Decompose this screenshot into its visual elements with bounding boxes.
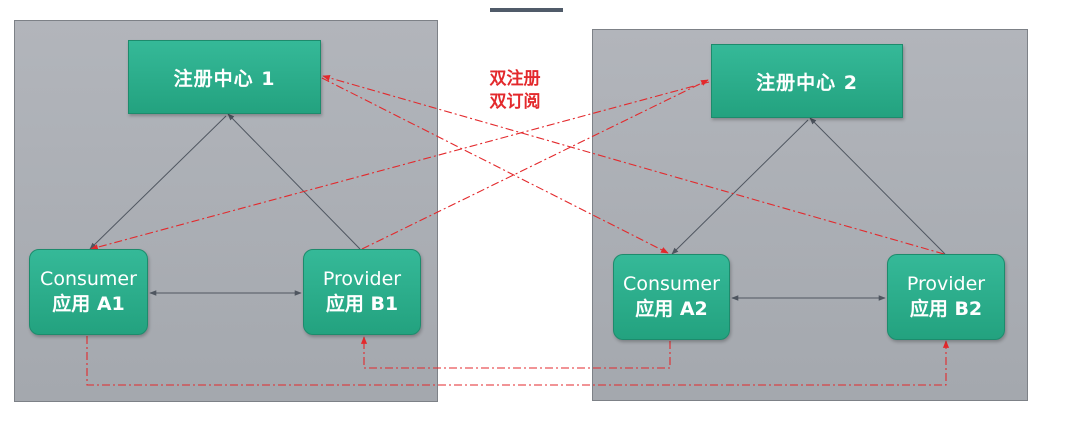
provider-b1-role: Provider bbox=[322, 268, 402, 290]
provider-b1-name: 应用 B1 bbox=[325, 293, 399, 315]
consumer-a2-role: Consumer bbox=[623, 273, 720, 295]
registry-center-2: 注册中心 2 bbox=[711, 44, 903, 118]
provider-b2-role: Provider bbox=[906, 273, 986, 295]
top-divider-bar bbox=[490, 8, 563, 12]
dual-register-text: 双注册 bbox=[489, 69, 541, 89]
consumer-app-a1: Consumer 应用 A1 bbox=[29, 249, 148, 335]
provider-app-b2: Provider 应用 B2 bbox=[887, 254, 1005, 340]
provider-app-b1: Provider 应用 B1 bbox=[303, 249, 421, 335]
consumer-a1-name: 应用 A1 bbox=[52, 293, 125, 315]
consumer-a1-role: Consumer bbox=[40, 268, 137, 290]
registry-center-2-label: 注册中心 2 bbox=[756, 71, 858, 94]
provider-b2-name: 应用 B2 bbox=[909, 298, 983, 320]
registry-center-1-label: 注册中心 1 bbox=[173, 67, 276, 90]
consumer-a2-name: 应用 A2 bbox=[635, 298, 708, 320]
registry-center-1: 注册中心 1 bbox=[128, 40, 321, 114]
consumer-app-a2: Consumer 应用 A2 bbox=[613, 254, 730, 340]
dual-register-subscribe-label: 双注册 双订阅 bbox=[475, 68, 555, 114]
dual-subscribe-text: 双订阅 bbox=[489, 92, 541, 112]
